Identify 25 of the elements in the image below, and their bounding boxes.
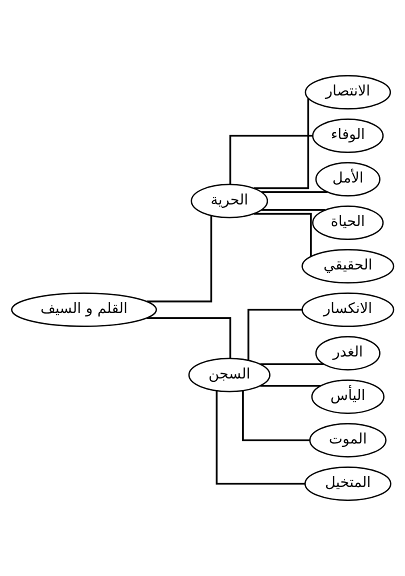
- connector: [229, 134, 313, 184]
- connector: [261, 191, 328, 193]
- node-ellipse: القلم و السيف: [11, 292, 158, 327]
- node-ellipse: الانتصار: [304, 75, 391, 110]
- connector: [254, 98, 310, 190]
- node-ellipse: اليأس: [311, 380, 385, 414]
- node-ellipse: الحياة: [312, 206, 384, 240]
- node-ellipse: المتخيل: [304, 466, 392, 501]
- node-ellipse: الموت: [309, 423, 387, 458]
- connector: [254, 212, 312, 256]
- node-ellipse: الأمل: [315, 162, 380, 196]
- connector: [146, 216, 212, 302]
- connector: [216, 390, 305, 485]
- node-ellipse: الوفاء: [312, 118, 384, 154]
- node-ellipse: السجن: [188, 358, 270, 392]
- connector: [261, 209, 326, 211]
- node-ellipse: الانكسار: [302, 292, 394, 327]
- connector: [146, 317, 232, 358]
- connector: [242, 390, 310, 442]
- connector: [248, 308, 302, 360]
- node-ellipse: الحقيقي: [302, 249, 394, 284]
- connector: [260, 363, 324, 366]
- node-ellipse: الغدر: [315, 336, 380, 370]
- node-ellipse: الحرية: [190, 184, 268, 218]
- connector: [260, 384, 320, 387]
